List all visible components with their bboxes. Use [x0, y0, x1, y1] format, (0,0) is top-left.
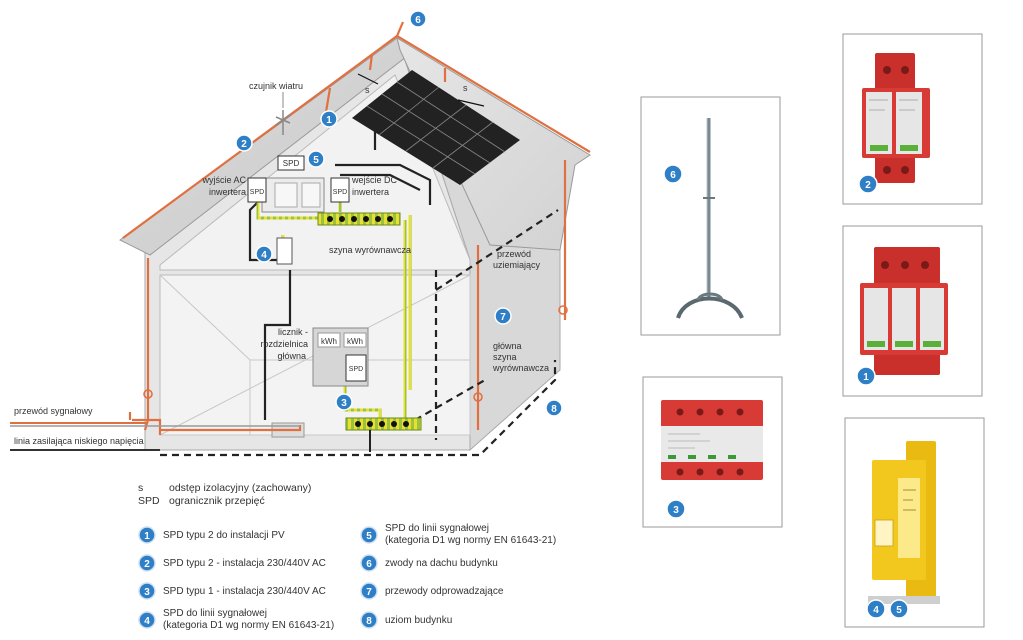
legend-8-text: uziom budynku — [385, 615, 452, 626]
label-earth-wire-2: uziemiający — [493, 260, 541, 270]
legend-2-num: 2 — [144, 559, 150, 570]
legend-item-4: 4 SPD do linii sygnałowej(kategoria D1 wg… — [138, 608, 334, 631]
product-spd3-panel: 3 — [642, 376, 783, 528]
label-equipotential-bar: szyna wyrównawcza — [329, 245, 411, 255]
legend-3-text: SPD typu 1 - instalacja 230/440V AC — [163, 586, 326, 597]
solar-panel — [352, 70, 520, 185]
label-ac-output-2: inwertera — [209, 187, 246, 197]
bubble-4-text: 4 — [261, 250, 267, 261]
label-wind-sensor: czujnik wiatru — [249, 81, 303, 91]
distance-s-2: s — [463, 83, 468, 93]
bubble-4: 4 — [255, 245, 273, 263]
bubble-1: 1 — [320, 110, 338, 128]
product-spd45-panel: 4 5 — [844, 417, 985, 628]
legend: 1 SPD typu 2 do instalacji PV 2 SPD typu 2… — [138, 523, 556, 631]
label-meter-2: rozdzielnica — [260, 339, 308, 349]
legend-3-num: 3 — [144, 587, 150, 598]
earth-conductors — [160, 209, 559, 457]
bubble-7-text: 7 — [500, 312, 506, 323]
legend-item-3: 3 SPD typu 1 - instalacja 230/440V AC — [138, 582, 326, 600]
spd-signal-device-4 — [276, 237, 293, 265]
bubble-3-text: 3 — [341, 398, 347, 409]
product-spd1-panel: 1 — [842, 225, 983, 397]
legend-5-text2: (kategoria D1 wg normy EN 61643-21) — [385, 535, 556, 546]
badge-spd1: 1 — [863, 372, 869, 383]
legend-7-num: 7 — [366, 587, 372, 598]
legend-5-text: SPD do linii sygnałowej — [385, 523, 489, 534]
label-signal-line: przewód sygnałowy — [14, 406, 93, 416]
bubble-5-text: 5 — [313, 155, 319, 166]
label-meter-3: główna — [277, 351, 306, 361]
legend-item-8: 8 uziom budynku — [360, 611, 452, 629]
spd-signal-box — [277, 155, 305, 171]
legend-4-text2: (kategoria D1 wg normy EN 61643-21) — [163, 620, 334, 631]
badge-rod: 6 — [670, 170, 676, 181]
label-main-bar-1: główna — [493, 341, 522, 351]
abbr-s-desc: odstęp izolacyjny (zachowany) — [169, 482, 311, 494]
bubble-6-text: 6 — [415, 15, 421, 26]
legend-7-text: przewody odprowadzające — [385, 586, 504, 597]
spd-ac — [247, 177, 267, 203]
spd-type1 — [345, 354, 367, 382]
product-spd2-panel: 2 — [842, 33, 983, 205]
legend-5-num: 5 — [366, 531, 372, 542]
bubble-1-text: 1 — [326, 115, 332, 126]
spd-dc-label: SPD — [333, 189, 347, 196]
spd-type1-label: SPD — [349, 366, 363, 373]
legend-4-text: SPD do linii sygnałowej — [163, 608, 267, 619]
kwh-meter-2: kWh — [347, 337, 363, 346]
product-rod-panel: 6 — [640, 96, 781, 336]
badge-spd4: 4 — [873, 605, 879, 616]
badge-spd2: 2 — [865, 180, 871, 191]
label-ac-output-1: wyjście AC — [201, 175, 246, 185]
label-dc-input-2: inwertera — [352, 187, 389, 197]
abbreviations: s odstęp izolacyjny (zachowany) SPD ogra… — [138, 482, 311, 507]
legend-item-7: 7 przewody odprowadzające — [360, 582, 504, 600]
equipotential-bar-upper — [317, 212, 401, 226]
abbr-s-key: s — [138, 482, 143, 494]
legend-1-text: SPD typu 2 do instalacji PV — [163, 530, 285, 541]
house: SPD SPD SPD kWh kWh SPD — [10, 21, 591, 457]
abbr-spd-key: SPD — [138, 495, 160, 507]
spd-dc — [330, 177, 350, 203]
legend-1-num: 1 — [144, 531, 150, 542]
badge-spd3: 3 — [673, 505, 679, 516]
bubble-2: 2 — [235, 134, 253, 152]
bubble-5: 5 — [307, 150, 325, 168]
bubble-2-text: 2 — [241, 139, 247, 150]
kwh-meter-1: kWh — [321, 337, 337, 346]
legend-item-6: 6 zwody na dachu budynku — [360, 554, 498, 572]
label-dc-input-1: wejście DC — [351, 175, 398, 185]
spd-ac-label: SPD — [250, 189, 264, 196]
bubble-8-text: 8 — [551, 404, 557, 415]
bubble-8: 8 — [545, 399, 563, 417]
bubble-3: 3 — [335, 393, 353, 411]
bubble-7: 7 — [494, 307, 512, 325]
abbr-spd-desc: ogranicznik przepięć — [169, 495, 265, 507]
distance-s-1: s — [365, 85, 370, 95]
label-earth-wire-1: przewód — [497, 249, 531, 259]
house-number-bubbles: 1 2 3 4 5 6 7 8 — [235, 10, 563, 417]
legend-8-num: 8 — [366, 616, 372, 627]
house-labels: czujnik wiatru wyjście AC inwertera wejś… — [14, 81, 549, 446]
legend-item-2: 2 SPD typu 2 - instalacja 230/440V AC — [138, 554, 326, 572]
label-main-bar-2: szyna — [493, 352, 517, 362]
legend-6-num: 6 — [366, 559, 372, 570]
label-power-line: linia zasilająca niskiego napięcia — [14, 436, 144, 446]
legend-6-text: zwody na dachu budynku — [385, 558, 498, 569]
legend-item-1: 1 SPD typu 2 do instalacji PV — [138, 526, 285, 544]
legend-4-num: 4 — [144, 616, 150, 627]
label-meter-1: licznik - — [278, 327, 308, 337]
bubble-6: 6 — [409, 10, 427, 28]
legend-item-5: 5 SPD do linii sygnałowej(kategoria D1 wg… — [360, 523, 556, 546]
badge-spd5: 5 — [896, 605, 902, 616]
legend-2-text: SPD typu 2 - instalacja 230/440V AC — [163, 558, 326, 569]
spd-signal-box-label: SPD — [283, 159, 300, 168]
label-main-bar-3: wyrównawcza — [492, 363, 549, 373]
wind-sensor — [275, 92, 291, 135]
